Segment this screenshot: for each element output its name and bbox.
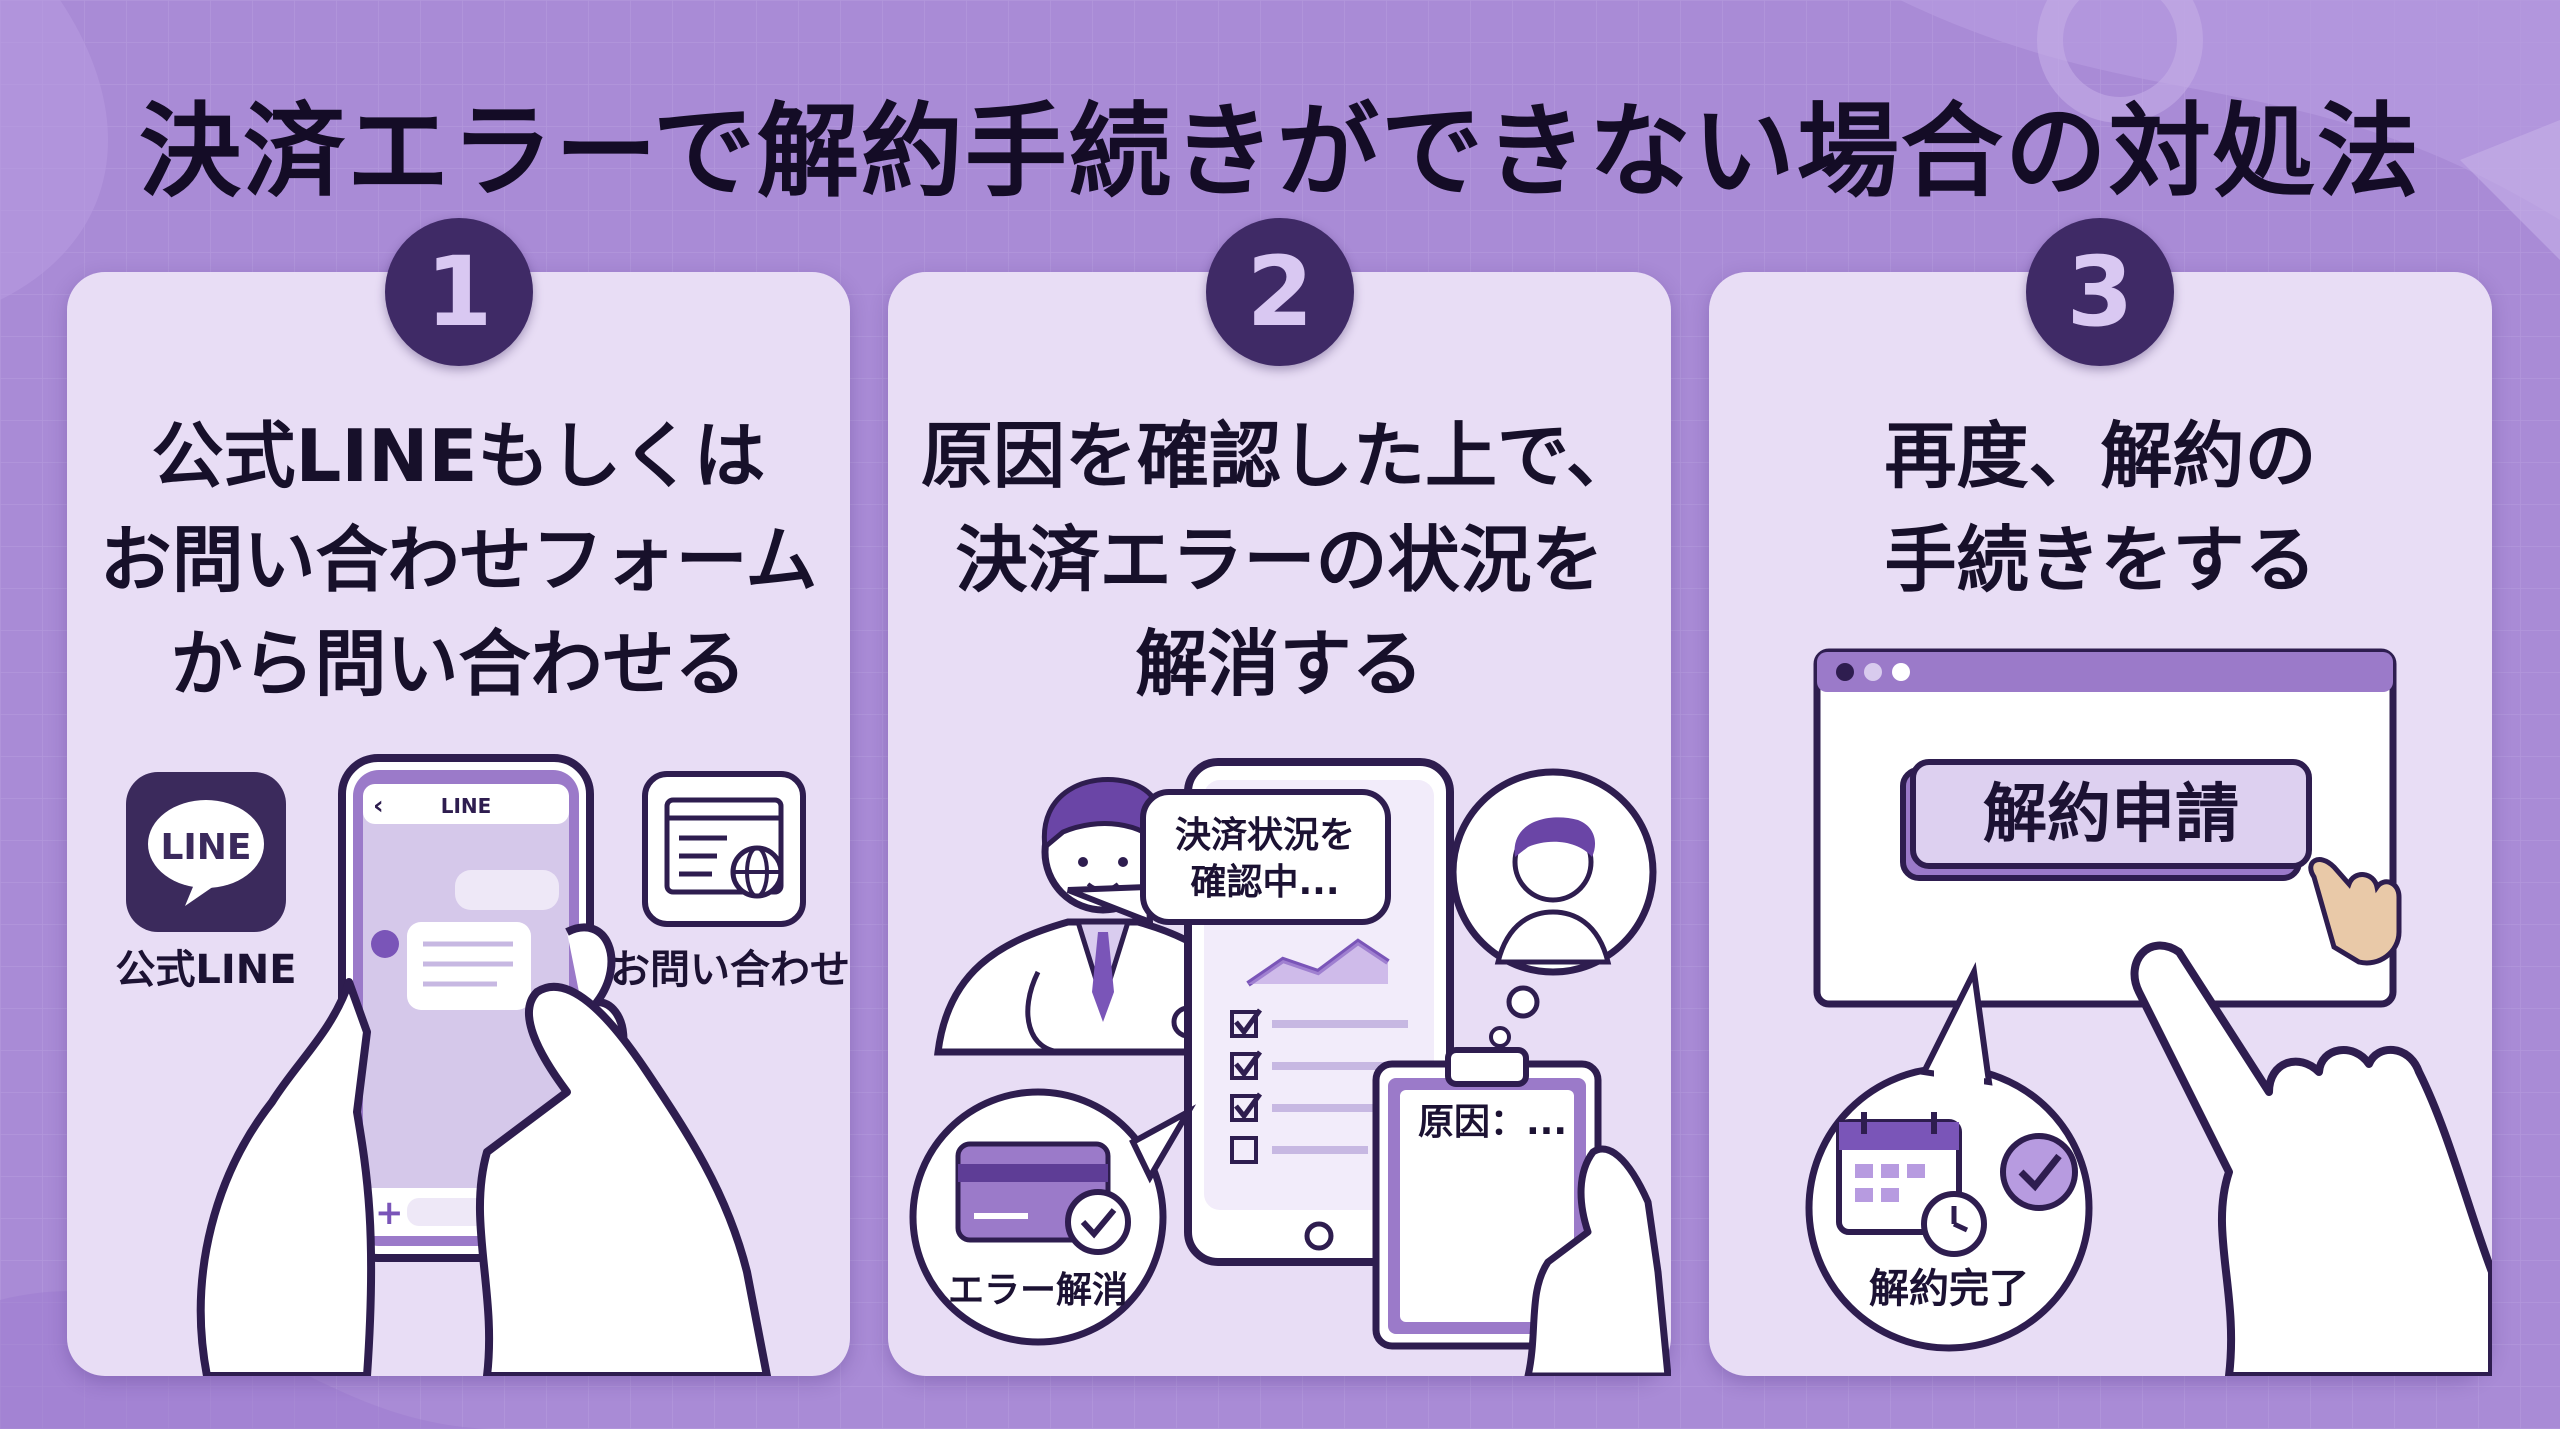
hand-icon [2130, 941, 2492, 1376]
pointer-hand-icon [2308, 857, 2402, 966]
complete-label: 解約完了 [1869, 1266, 2029, 1312]
step-number-badge-1: 1 [385, 218, 533, 366]
line-logo-text: LINE [160, 827, 251, 868]
step-3-description: 再度、解約の 手続きをする [1729, 404, 2472, 612]
step-number-badge-2: 2 [1206, 218, 1354, 366]
cancel-request-button [1910, 759, 2312, 869]
speech-line-2: 確認中... [1190, 862, 1339, 903]
line-app-icon: LINE [126, 772, 286, 932]
step-1-illustration: LINE 公式LINE お問い合わせ ‹ LINE [115, 754, 850, 1376]
completion-bubble: 解約完了 [1805, 961, 2093, 1352]
hand-icon [1524, 1145, 1671, 1376]
credit-card-bubble: エラー解消 [909, 1088, 1197, 1346]
speech-line-1: 決済状況を [1175, 815, 1355, 856]
step-2-line-2: 決済エラーの状況を [955, 518, 1604, 602]
browser-window-icon: 解約申請 [1813, 648, 2397, 1008]
step-2-line-1: 原因を確認した上で、 [920, 414, 1639, 498]
thought-bubble-icon [1449, 768, 1657, 1048]
page-title: 決済エラーで解約手続きができない場合の対処法 [139, 93, 2421, 212]
step-3-line-2: 手続きをする [1884, 518, 2317, 602]
step-3-line-1: 再度、解約の [1884, 414, 2317, 498]
check-icon [2000, 1133, 2078, 1211]
step-number-badge-3: 3 [2026, 218, 2174, 366]
clock-icon [1921, 1191, 1987, 1257]
phone-header: LINE [441, 794, 492, 818]
chart-icon [1246, 938, 1390, 987]
step-card-2: 原因を確認した上で、 決済エラーの状況を 解消する 決済状況を 確認中... [888, 272, 1671, 1376]
web-form-icon [642, 771, 806, 927]
back-icon: ‹ [373, 791, 384, 821]
step-2-illustration: 決済状況を 確認中... [909, 758, 1671, 1376]
step-3-illustration: 解約申請 [1805, 648, 2492, 1376]
step-2-description: 原因を確認した上で、 決済エラーの状況を 解消する [908, 404, 1651, 716]
button-label: 解約申請 [1983, 778, 2239, 852]
step-1-line-3: から問い合わせる [170, 622, 747, 706]
step-1-description: 公式LINEもしくは お問い合わせフォーム から問い合わせる [87, 404, 830, 716]
hand-icon [196, 923, 771, 1376]
step-card-3: 再度、解約の 手続きをする 解約申請 [1709, 272, 2492, 1376]
line-label: 公式LINE [115, 947, 296, 993]
clipboard-text: 原因：... [1418, 1102, 1567, 1143]
card-label: エラー解消 [948, 1270, 1128, 1311]
step-card-1: 公式LINEもしくは お問い合わせフォーム から問い合わせる LINE 公式LI… [67, 272, 850, 1376]
step-1-line-2: お問い合わせフォーム [99, 518, 818, 602]
plus-icon: + [375, 1193, 404, 1233]
form-label: お問い合わせ [610, 947, 850, 993]
calendar-icon [1836, 1112, 1962, 1235]
check-icon [1065, 1189, 1131, 1255]
check-items [1230, 1008, 1408, 1164]
step-1-line-1: 公式LINEもしくは [151, 414, 766, 498]
step-2-line-3: 解消する [1135, 622, 1424, 706]
